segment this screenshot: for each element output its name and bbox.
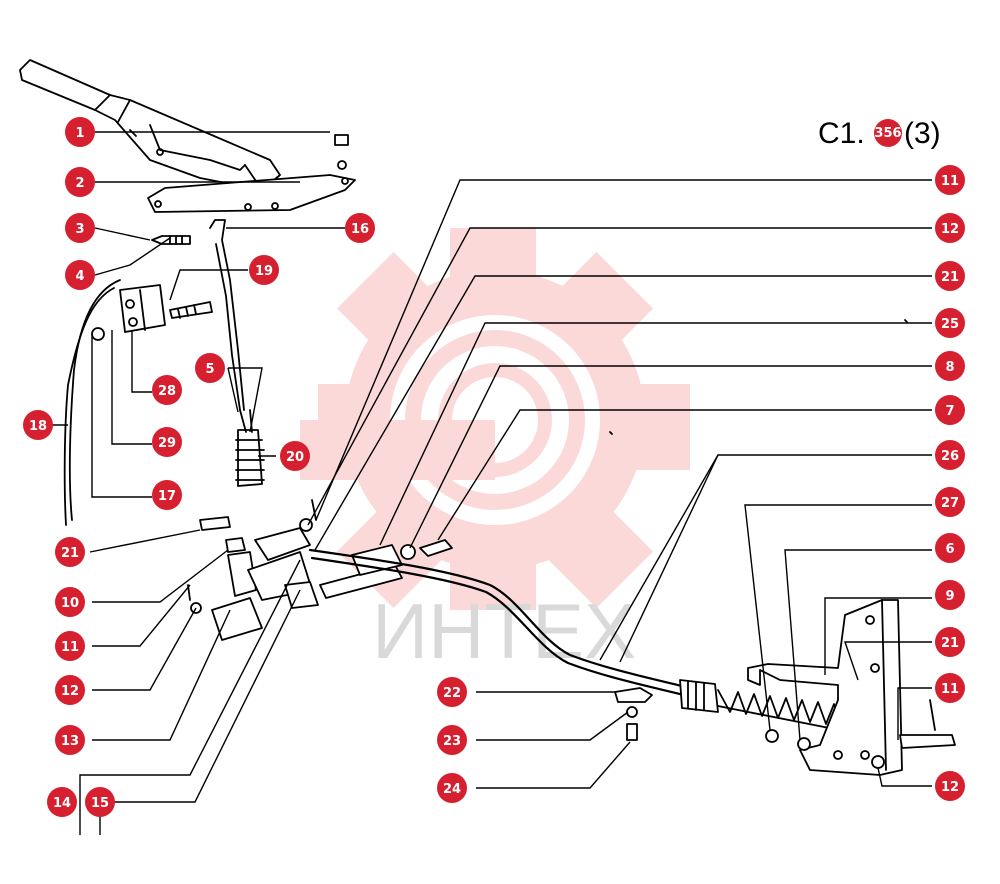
callout-label: 4 [75, 269, 84, 284]
callout-badge: 17 [152, 480, 182, 510]
diagram-title: C1. [818, 117, 865, 150]
callout-badge: 12 [935, 771, 965, 801]
callout-badge: 11 [935, 165, 965, 195]
callout-label: 1 [75, 126, 84, 141]
callout-badge: 2 [65, 167, 95, 197]
callout-badge: 20 [280, 441, 310, 471]
callout-label: 7 [945, 404, 954, 419]
callout-label: 21 [61, 546, 79, 561]
callout-badge: 15 [85, 787, 115, 817]
callout-badge: 21 [935, 627, 965, 657]
callout-label: 13 [61, 734, 79, 749]
callout-label: 26 [941, 449, 959, 464]
callout-badge: 21 [935, 261, 965, 291]
callout-label: 16 [351, 222, 369, 237]
callout-badge: 28 [152, 375, 182, 405]
callout-label: 28 [158, 384, 176, 399]
callout-badge: 4 [65, 260, 95, 290]
diagram-title-suffix: (3) [904, 117, 941, 150]
callout-label: 12 [941, 222, 959, 237]
callout-label: 5 [205, 362, 214, 377]
callout-badge: 22 [437, 677, 467, 707]
callout-badge: 23 [437, 725, 467, 755]
callouts-left: 1 2 3 4 18 28 29 17 21 10 11 12 13 14 15 [23, 117, 182, 817]
callout-label: 12 [941, 780, 959, 795]
callout-badge: 7 [935, 395, 965, 425]
callout-badge: 18 [23, 410, 53, 440]
callout-badge: 5 [195, 353, 225, 383]
callouts-right: 11 12 21 25 8 7 26 27 6 9 21 11 12 [935, 165, 965, 801]
callout-label: 9 [945, 589, 954, 604]
callout-badge: 24 [437, 773, 467, 803]
callout-label: 22 [443, 686, 461, 701]
callout-label: 11 [941, 174, 959, 189]
callout-label: 15 [91, 796, 109, 811]
callout-label: 11 [941, 682, 959, 697]
callout-label: 12 [61, 684, 79, 699]
callout-badge: 27 [935, 487, 965, 517]
callout-badge: 11 [55, 631, 85, 661]
callout-badge: 11 [935, 673, 965, 703]
callout-label: 19 [255, 264, 273, 279]
callout-badge: 26 [935, 440, 965, 470]
callout-badge: 10 [55, 587, 85, 617]
parts-drawing [19, 59, 956, 776]
callout-badge: 8 [935, 351, 965, 381]
callout-label: 17 [158, 489, 176, 504]
callout-label: 10 [61, 596, 79, 611]
watermark-gear-logo [300, 228, 690, 610]
callout-badge: 1 [65, 117, 95, 147]
callout-label: 21 [941, 270, 959, 285]
callout-badge: 25 [935, 308, 965, 338]
callout-label: 23 [443, 734, 461, 749]
callout-badge: 19 [249, 255, 279, 285]
callout-label: 25 [941, 317, 959, 332]
callout-badge: 21 [55, 537, 85, 567]
callout-badge: 14 [47, 787, 77, 817]
callout-label: 3 [75, 222, 84, 237]
callout-label: 27 [941, 496, 959, 511]
callouts-center: 16 19 5 20 22 23 24 [195, 213, 467, 803]
callout-badge: 12 [935, 213, 965, 243]
callout-badge: 3 [65, 213, 95, 243]
callout-label: 8 [945, 360, 954, 375]
callout-badge: 12 [55, 675, 85, 705]
callout-badge: 29 [152, 427, 182, 457]
callout-badge: 13 [55, 725, 85, 755]
watermark-text: ИНТЕХ [372, 587, 636, 675]
title-badge: 356 [874, 119, 902, 147]
title-badge-text: 356 [874, 126, 901, 141]
callout-badge: 6 [935, 533, 965, 563]
callout-label: 24 [443, 782, 461, 797]
callout-label: 21 [941, 636, 959, 651]
callout-badge: 16 [345, 213, 375, 243]
callout-label: 20 [286, 450, 304, 465]
callout-badge: 9 [935, 580, 965, 610]
callout-label: 2 [75, 176, 84, 191]
leader-lines [40, 131, 932, 835]
callout-label: 6 [945, 542, 954, 557]
callout-label: 14 [53, 796, 71, 811]
callout-label: 18 [29, 419, 47, 434]
callout-label: 11 [61, 640, 79, 655]
callout-label: 29 [158, 436, 176, 451]
